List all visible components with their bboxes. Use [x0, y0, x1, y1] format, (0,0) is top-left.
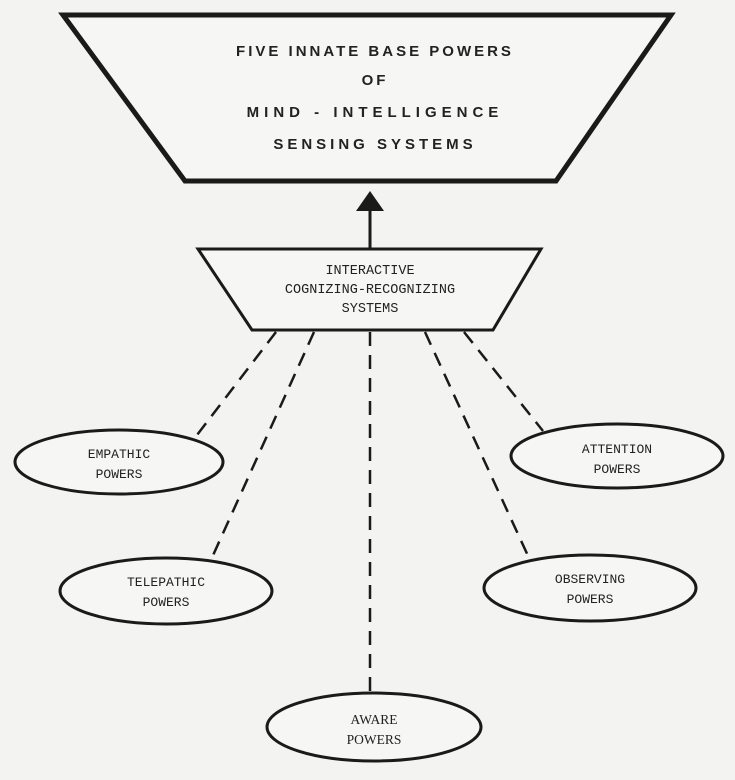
empathic-oval	[13, 428, 225, 496]
telepathic-label: TELEPATHIC POWERS	[66, 573, 266, 613]
attention-label-line-1: ATTENTION	[581, 442, 653, 457]
observing-label-line-2: POWERS	[566, 592, 614, 607]
connector-observing	[423, 331, 531, 559]
aware-label-line-1: AWARE	[350, 712, 398, 727]
aware-label: AWARE POWERS	[274, 710, 474, 750]
observing-oval	[482, 553, 698, 623]
connector-telepathic	[208, 331, 316, 563]
empathic-label-line-2: POWERS	[95, 467, 143, 482]
aware-oval	[265, 691, 483, 763]
telepathic-label-line-1: TELEPATHIC	[126, 575, 205, 590]
connector-attention	[463, 331, 544, 432]
attention-label: ATTENTION POWERS	[517, 440, 717, 480]
top-title-line-2: OF	[361, 72, 389, 89]
middle-title-line-2: COGNIZING-RECOGNIZING	[284, 283, 456, 298]
top-title-line-4: SENSING SYSTEMS	[273, 136, 477, 153]
aware-label-line-2: POWERS	[346, 732, 402, 747]
arrow-head-icon	[356, 191, 384, 211]
telepathic-oval	[58, 556, 274, 626]
empathic-label: EMPATHIC POWERS	[19, 445, 219, 485]
middle-title-line-1: INTERACTIVE	[325, 264, 415, 279]
connector-empathic	[196, 331, 277, 436]
middle-trapezoid	[195, 247, 544, 332]
top-trapezoid	[58, 12, 676, 184]
observing-label-line-1: OBSERVING	[554, 572, 626, 587]
attention-oval	[509, 422, 725, 490]
empathic-label-line-1: EMPATHIC	[87, 447, 151, 462]
middle-title-line-3: SYSTEMS	[341, 302, 399, 317]
top-title-line-3: MIND - INTELLIGENCE	[246, 104, 504, 121]
telepathic-label-line-2: POWERS	[142, 595, 190, 610]
observing-label: OBSERVING POWERS	[490, 570, 690, 610]
attention-label-line-2: POWERS	[593, 462, 641, 477]
top-title-line-1: FIVE INNATE BASE POWERS	[236, 43, 514, 60]
